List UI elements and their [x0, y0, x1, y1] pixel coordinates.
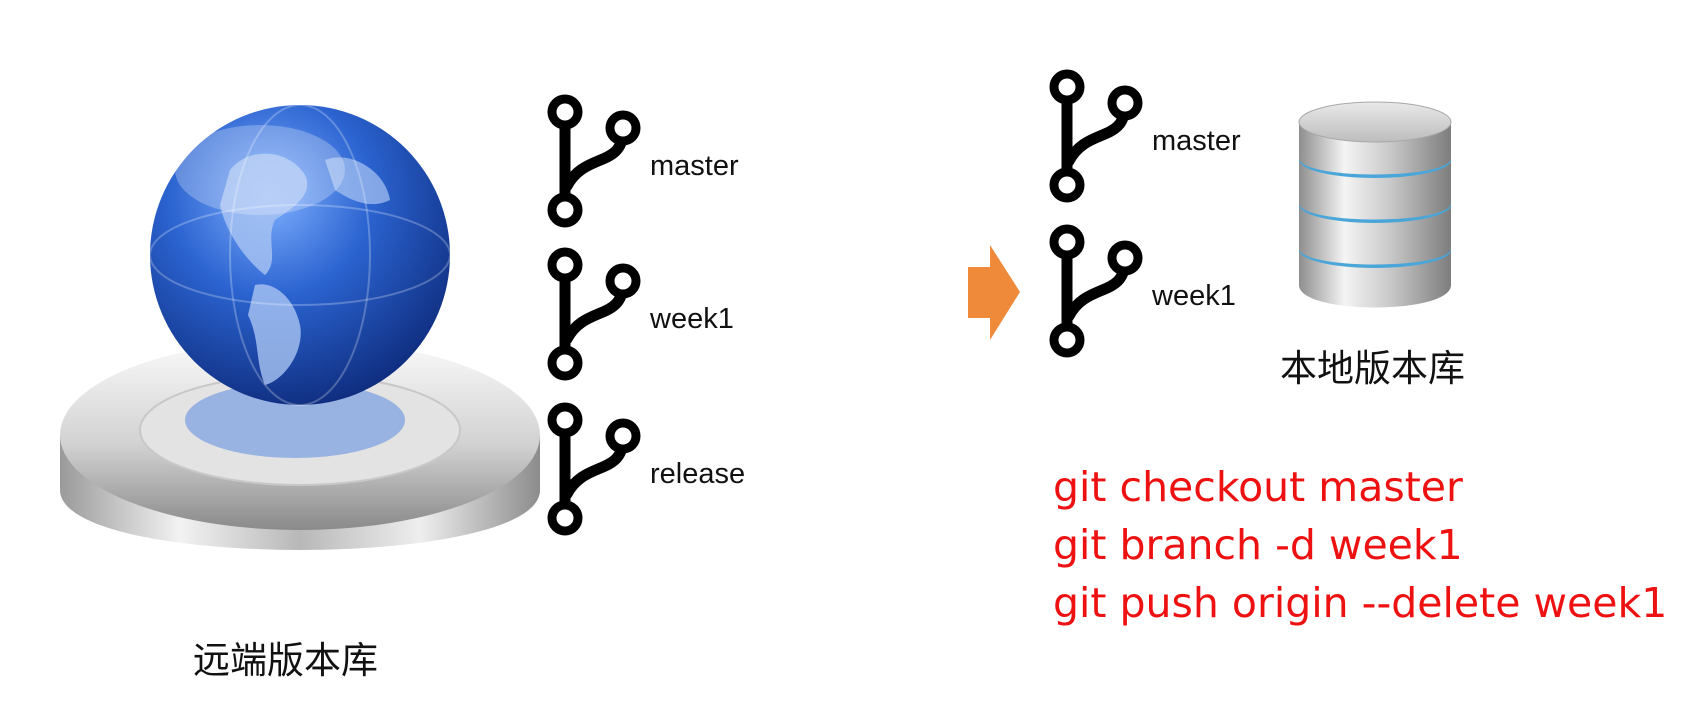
arrow-right-icon: [968, 245, 1020, 340]
remote-branch-master-label: master: [650, 150, 739, 182]
remote-branch-week1-label: week1: [650, 303, 734, 335]
git-branch-icon: [545, 398, 655, 538]
git-branch-icon: [545, 243, 655, 383]
command-line: git checkout master: [1053, 463, 1463, 511]
database-icon: [1298, 101, 1452, 308]
remote-branch-release-label: release: [650, 458, 746, 490]
local-branch-week1-label: week1: [1152, 280, 1236, 312]
git-branch-icon: [1047, 220, 1157, 360]
command-line: git branch -d week1: [1053, 521, 1463, 569]
local-branch-master-label: master: [1152, 125, 1241, 157]
git-branch-icon: [1047, 65, 1157, 205]
remote-repo-caption: 远端版本库: [193, 639, 378, 682]
remote-repo-icon: [50, 50, 550, 580]
git-branch-icon: [545, 90, 655, 230]
command-line: git push origin --delete week1: [1053, 579, 1668, 627]
globe-server-icon: [60, 104, 540, 550]
local-repo-caption: 本地版本库: [1280, 347, 1465, 390]
